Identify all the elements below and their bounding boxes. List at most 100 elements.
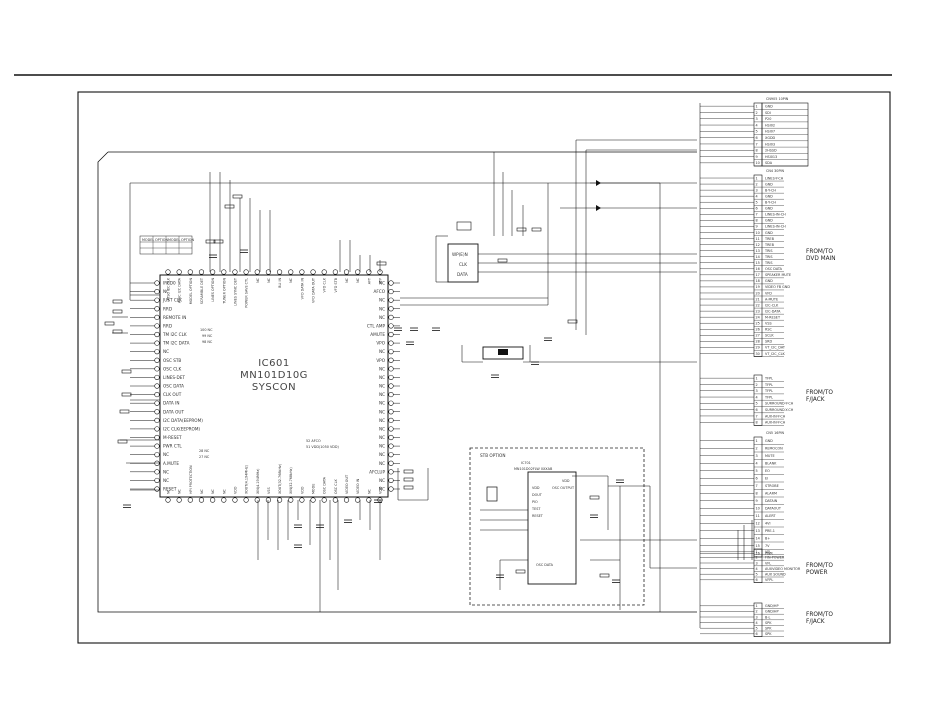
connector-pin-label: LINES-IN-CH — [765, 225, 786, 229]
connector-pin-label: GND/HP — [765, 610, 779, 614]
pin-number: 8 — [756, 421, 758, 425]
connector-pin-label: VSS — [765, 322, 772, 326]
option-table: MODEL OPTION MODEL OPTION — [139, 235, 194, 255]
ic701-pin: PIO — [532, 500, 538, 504]
connector-pin-label: FIN-POWER — [765, 556, 785, 560]
pin-number: 1 — [756, 176, 758, 180]
pin-label: NC — [163, 452, 169, 457]
connector-pin-label: SURROUND-Y-CH — [765, 408, 794, 412]
pin-number: 3 — [756, 389, 758, 393]
pin-number: 9 — [756, 499, 758, 503]
connector-pin-label: HSI03 — [765, 142, 775, 146]
resistor — [516, 227, 527, 232]
option-header: MODEL — [168, 238, 180, 242]
pin-label: NC — [379, 366, 385, 371]
ic601-label: IC601 MN101D10G SYSCON — [240, 358, 307, 393]
pin-label: HPI PROTECTION — [189, 465, 193, 494]
pin-label: I2C DATA(EEPROM) — [163, 418, 203, 423]
connector-pin-label: SPK — [765, 621, 772, 625]
connector-pin-label: P20 — [765, 117, 771, 121]
pin-number: 4 — [756, 194, 758, 198]
pin-number: 28 — [756, 340, 760, 344]
pin-number: 10 — [756, 507, 760, 511]
connector-pin-label: SPK — [765, 632, 772, 636]
pin-label: NC — [379, 461, 385, 466]
connector-pin-label: BLANK — [765, 462, 777, 466]
pin-number: 1 — [756, 376, 758, 380]
resistor — [213, 239, 224, 244]
pin-label: NC — [379, 409, 385, 414]
connector-pin-label: GND/HP — [765, 604, 779, 608]
connector-pin-label: M-RESET — [765, 315, 781, 319]
connector-pin-label: AUXVIDEO MONITOR — [765, 567, 801, 571]
pin-number: 3 — [756, 454, 758, 458]
option-header: MODEL — [142, 238, 154, 242]
resistor — [121, 392, 132, 397]
pin-number: 15 — [756, 544, 760, 548]
connector-pin-label: RSC — [765, 328, 773, 332]
pin-label: ATP — [379, 278, 383, 284]
pin-label: AFT — [367, 277, 371, 284]
pin-number: 3 — [756, 615, 758, 619]
resistor — [121, 369, 132, 374]
pin-label: NC — [379, 306, 385, 311]
pin-number: 4 — [756, 395, 758, 399]
pin-number: 6 — [756, 632, 758, 636]
wiring — [112, 103, 753, 628]
stb-title: STB OPTION — [480, 453, 505, 458]
pin-number: 10 — [756, 161, 760, 165]
pin-number: 8 — [756, 149, 758, 153]
connector-pin-label: 2HSSD — [765, 149, 777, 153]
pin-number: 5 — [756, 469, 758, 473]
resistor — [205, 239, 216, 244]
pin-number: 8 — [756, 492, 758, 496]
connector-pin-label: TFPL — [764, 389, 773, 393]
pin-number: 7 — [756, 142, 758, 146]
connector-pin-label: VFD — [765, 291, 772, 295]
connector-pin-label: A-MUTE — [765, 297, 778, 301]
connector-pin-label: REMOCON — [765, 447, 783, 451]
components — [104, 180, 624, 583]
connector-pin-label: AUX SOUND — [765, 573, 786, 577]
pin-number: 13 — [756, 529, 760, 533]
resistor — [112, 299, 123, 304]
connector-pin-label: VIDEO FB GND — [765, 285, 790, 289]
pin-label: NC — [267, 277, 271, 283]
connector-pin-label: TREB — [764, 237, 775, 241]
connector-pin-label: TFPL — [764, 395, 773, 399]
connector-pin-label: TREB — [764, 243, 775, 247]
connector-pin-label: B-Y-CH — [765, 188, 776, 192]
connector-side-label: DVD MAIN — [806, 256, 836, 262]
pin-number: 9 — [756, 155, 758, 159]
connector-pin-label: B-L — [765, 615, 771, 619]
pin-label: NC — [379, 426, 385, 431]
connector-pin-label: EO — [765, 469, 770, 473]
resistor — [224, 204, 235, 209]
pin-label: NC — [379, 452, 385, 457]
connector-pin-label: PRE-1 — [765, 529, 775, 533]
pin-number: 26 — [756, 328, 760, 332]
pin-label: VDD — [233, 486, 237, 494]
pin-number: 24 — [756, 315, 760, 319]
connector-pin-label: GND — [765, 219, 773, 223]
connector-side-label: FROM/TO — [806, 249, 833, 255]
pin-label: NC — [379, 487, 385, 492]
pin-number: 23 — [756, 309, 760, 313]
connector-pin-label: I2C-DATA — [765, 309, 781, 313]
resistor — [515, 569, 526, 574]
connector-pin-label: HSI02 — [765, 123, 775, 127]
pin-label: NC — [178, 488, 182, 494]
resistor — [497, 258, 508, 263]
ic701-label: OSC DATA — [536, 563, 554, 567]
pin-number: 2 — [756, 556, 758, 560]
inner-label: 52 AFCO — [306, 439, 321, 443]
pin-label: XIN(4.194MHz) — [256, 468, 260, 494]
ic701-pin: TEST — [531, 507, 541, 511]
pin-label: VSS — [267, 487, 271, 494]
resistor — [112, 309, 123, 314]
pin-label: OSC STB — [163, 358, 181, 363]
pin-label: XOUT(32.768kHz) — [278, 463, 282, 494]
pin-label: RESET — [163, 487, 177, 492]
